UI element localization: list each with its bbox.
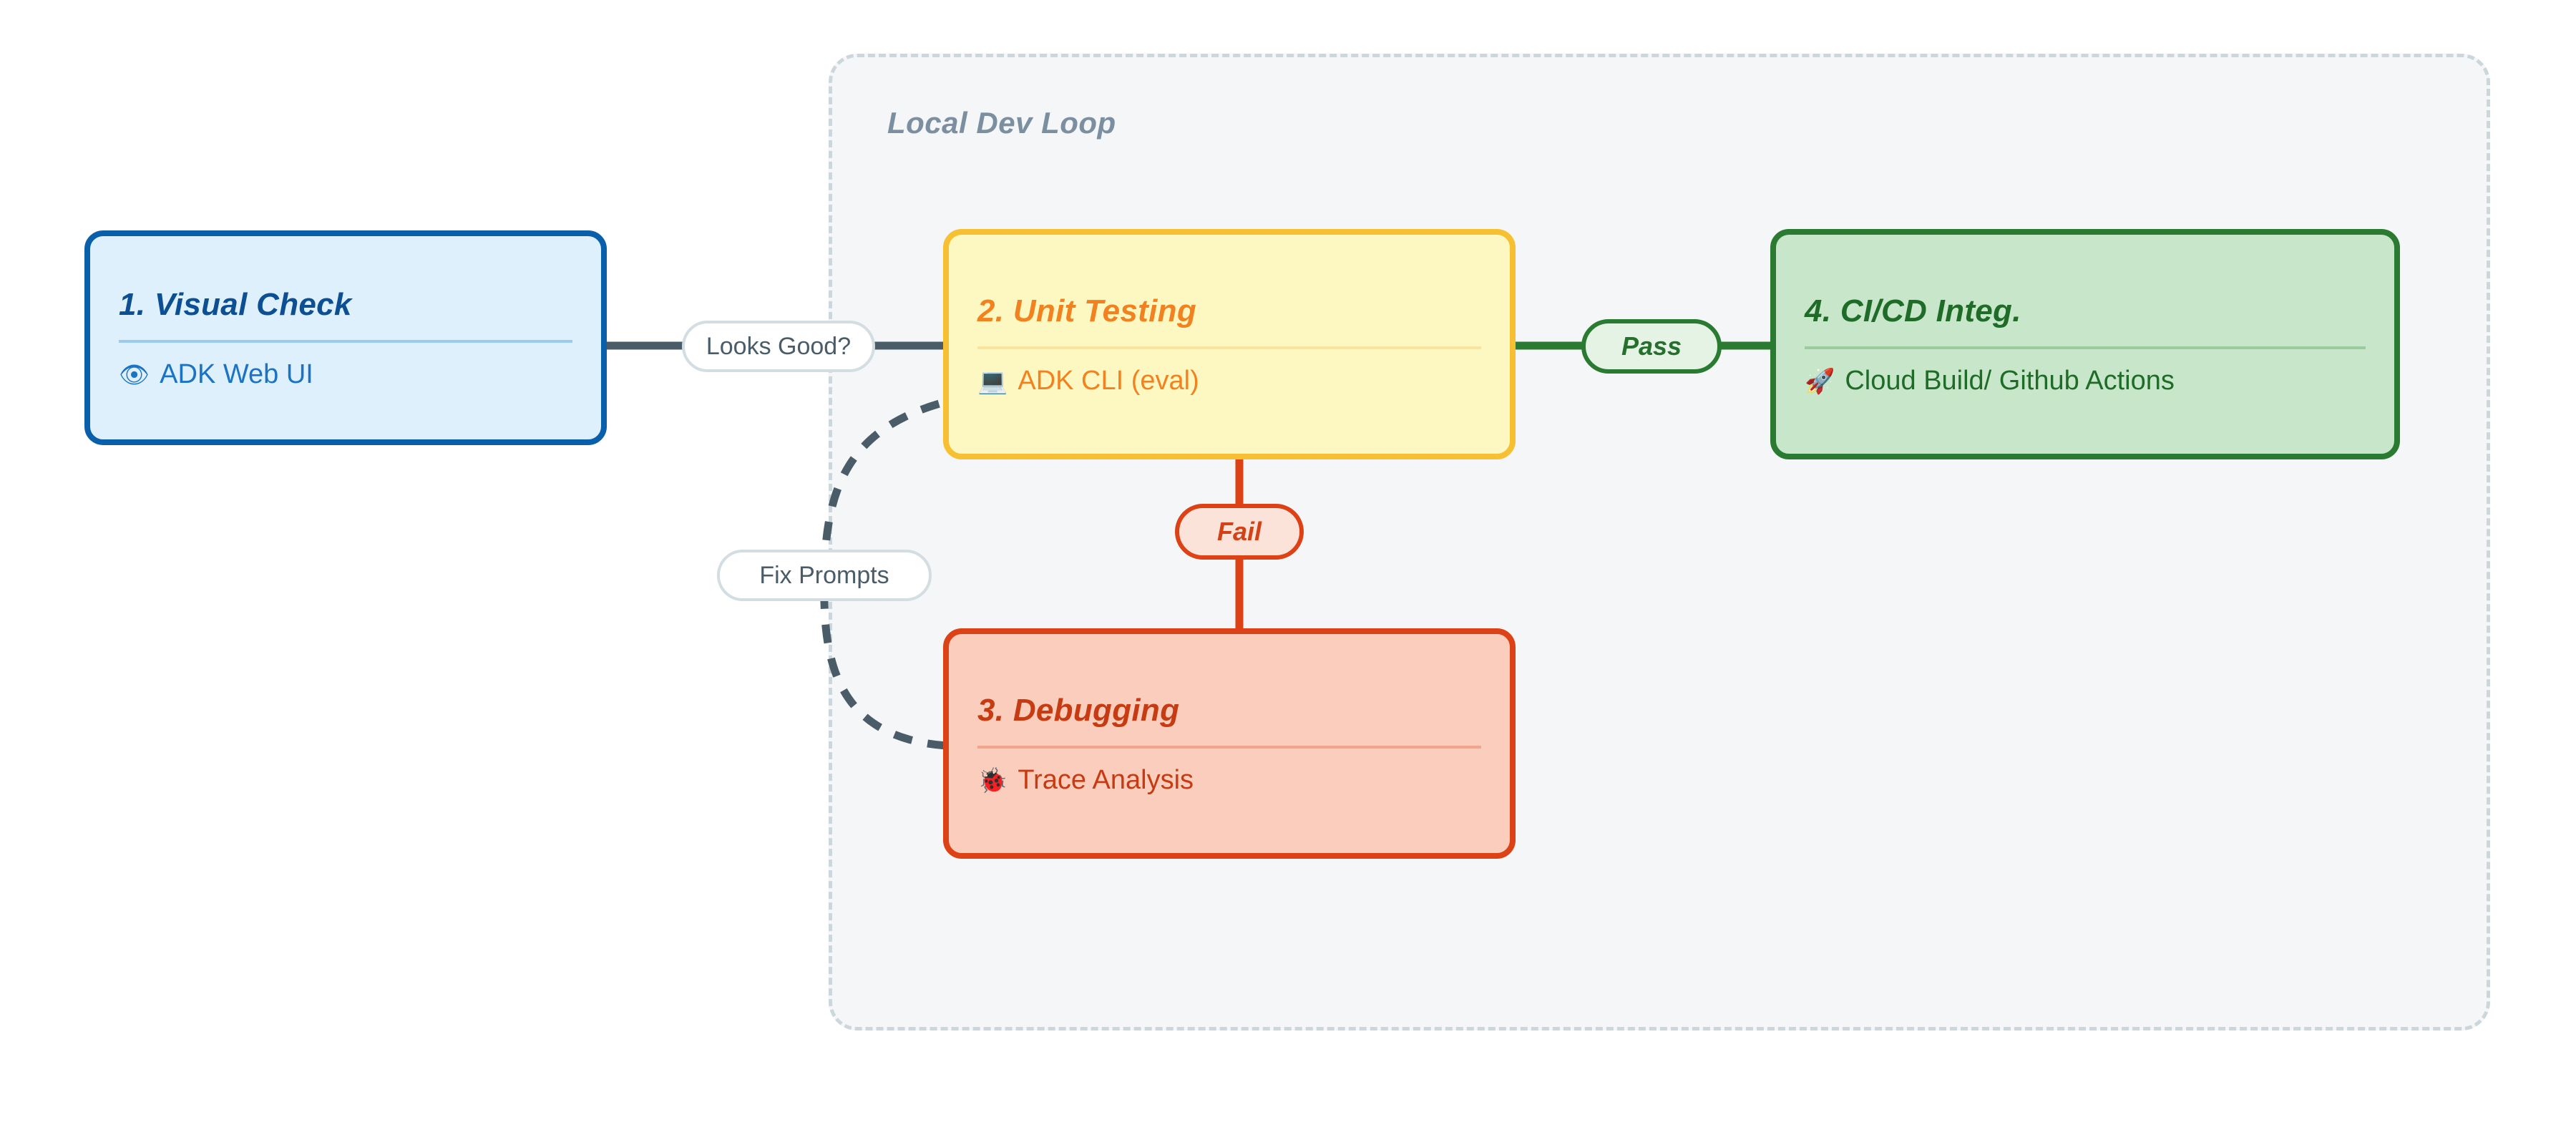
node-detail: 💻 ADK CLI (eval) bbox=[977, 366, 1481, 396]
node-detail-label: ADK CLI (eval) bbox=[1018, 366, 1199, 396]
edge-label-fail: Fail bbox=[1175, 504, 1304, 560]
node-detail-label: Trace Analysis bbox=[1018, 765, 1194, 796]
node-divider bbox=[119, 340, 572, 344]
node-divider bbox=[1805, 346, 2366, 350]
node-debugging[interactable]: 3. Debugging 🐞 Trace Analysis bbox=[943, 628, 1516, 859]
node-detail-label: Cloud Build/ Github Actions bbox=[1845, 366, 2175, 396]
node-detail: 👁 ADK Web UI bbox=[119, 359, 572, 390]
eye-icon: 👁 bbox=[119, 361, 150, 390]
node-detail: 🚀 Cloud Build/ Github Actions bbox=[1805, 366, 2366, 396]
edge-fix-prompts bbox=[820, 398, 947, 750]
edge-label-fix-prompts: Fix Prompts bbox=[717, 550, 932, 601]
node-detail-label: ADK Web UI bbox=[160, 359, 313, 390]
edge-label-looks-good: Looks Good? bbox=[682, 321, 875, 372]
node-title: 3. Debugging bbox=[977, 693, 1180, 728]
subgraph-title: Local Dev Loop bbox=[887, 106, 1116, 140]
node-unit-testing[interactable]: 2. Unit Testing 💻 ADK CLI (eval) bbox=[943, 229, 1516, 459]
edge-label-pass: Pass bbox=[1581, 319, 1722, 374]
node-title: 4. CI/CD Integ. bbox=[1805, 293, 2021, 328]
node-title: 2. Unit Testing bbox=[977, 293, 1196, 328]
bug-icon: 🐞 bbox=[977, 766, 1008, 796]
node-divider bbox=[977, 346, 1481, 350]
node-cicd[interactable]: 4. CI/CD Integ. 🚀 Cloud Build/ Github Ac… bbox=[1770, 229, 2400, 459]
rocket-icon: 🚀 bbox=[1805, 367, 1835, 396]
laptop-icon: 💻 bbox=[977, 367, 1008, 396]
subgraph-local-dev-loop bbox=[829, 54, 2490, 1030]
node-title: 1. Visual Check bbox=[119, 287, 352, 322]
node-detail: 🐞 Trace Analysis bbox=[977, 765, 1481, 796]
node-visual-check[interactable]: 1. Visual Check 👁 ADK Web UI bbox=[84, 230, 607, 445]
node-divider bbox=[977, 746, 1481, 749]
